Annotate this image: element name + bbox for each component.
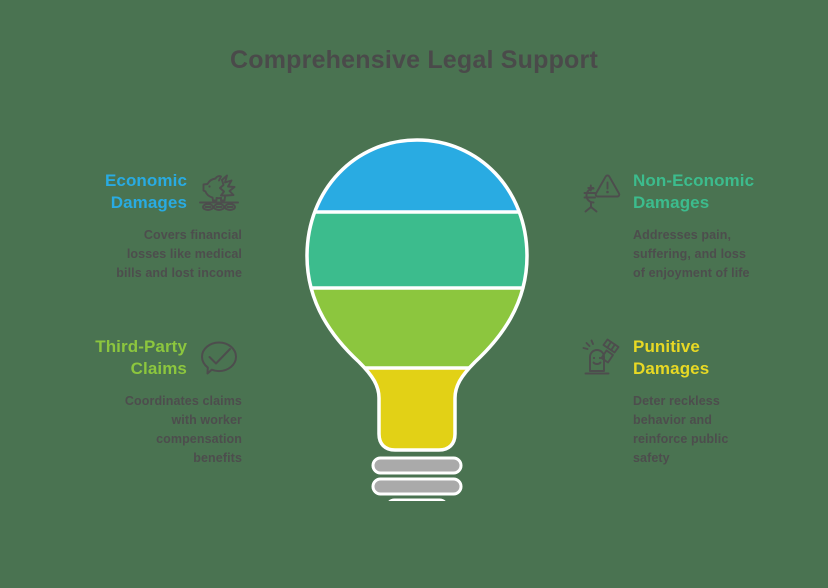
piggy-bank-cracked-icon	[196, 169, 242, 215]
item-punitive-damages-body: Deter reckless behavior and reinforce pu…	[633, 394, 729, 465]
item-third-party-claims-body: Coordinates claims with worker compensat…	[124, 394, 242, 465]
bulb-band-blue	[307, 140, 527, 212]
bulb-base-bar-3	[388, 498, 446, 501]
bulb-outline	[305, 138, 529, 452]
bulb-bands	[307, 140, 527, 450]
item-economic-damages: Economic Damages	[0, 170, 242, 283]
item-non-economic-damages-heading: Non-Economic Damages	[633, 171, 755, 213]
bulb-band-teal	[307, 212, 527, 288]
item-third-party-claims-heading: Third-Party Claims	[95, 337, 187, 379]
item-economic-damages-body: Covers financial losses like medical bil…	[116, 228, 242, 280]
item-economic-damages-heading: Economic Damages	[104, 171, 187, 213]
item-non-economic-damages-body: Addresses pain, suffering, and loss of e…	[633, 228, 750, 280]
item-punitive-damages-header: Punitive Damages	[578, 336, 828, 381]
item-non-economic-damages-header: Non-Economic Damages	[578, 170, 828, 215]
item-punitive-damages: Punitive Damages Deter reckless behavior…	[578, 336, 828, 468]
lightbulb-diagram	[297, 136, 537, 501]
person-warning-icon	[578, 169, 624, 215]
bulb-base-bar-1	[371, 456, 463, 475]
item-punitive-damages-heading: Punitive Damages	[633, 337, 710, 379]
gavel-verdict-icon	[578, 335, 624, 381]
page-title: Comprehensive Legal Support	[230, 46, 598, 74]
item-third-party-claims: Third-Party Claims Coordinates claims wi…	[0, 336, 242, 468]
item-economic-damages-header: Economic Damages	[0, 170, 242, 215]
speech-bubble-check-icon	[196, 335, 242, 381]
item-third-party-claims-header: Third-Party Claims	[0, 336, 242, 381]
item-non-economic-damages: Non-Economic Damages Addresses pain, suf…	[578, 170, 828, 283]
lightbulb-svg	[305, 138, 529, 501]
bulb-band-green	[307, 288, 527, 368]
bulb-base-bar-2	[371, 477, 463, 496]
